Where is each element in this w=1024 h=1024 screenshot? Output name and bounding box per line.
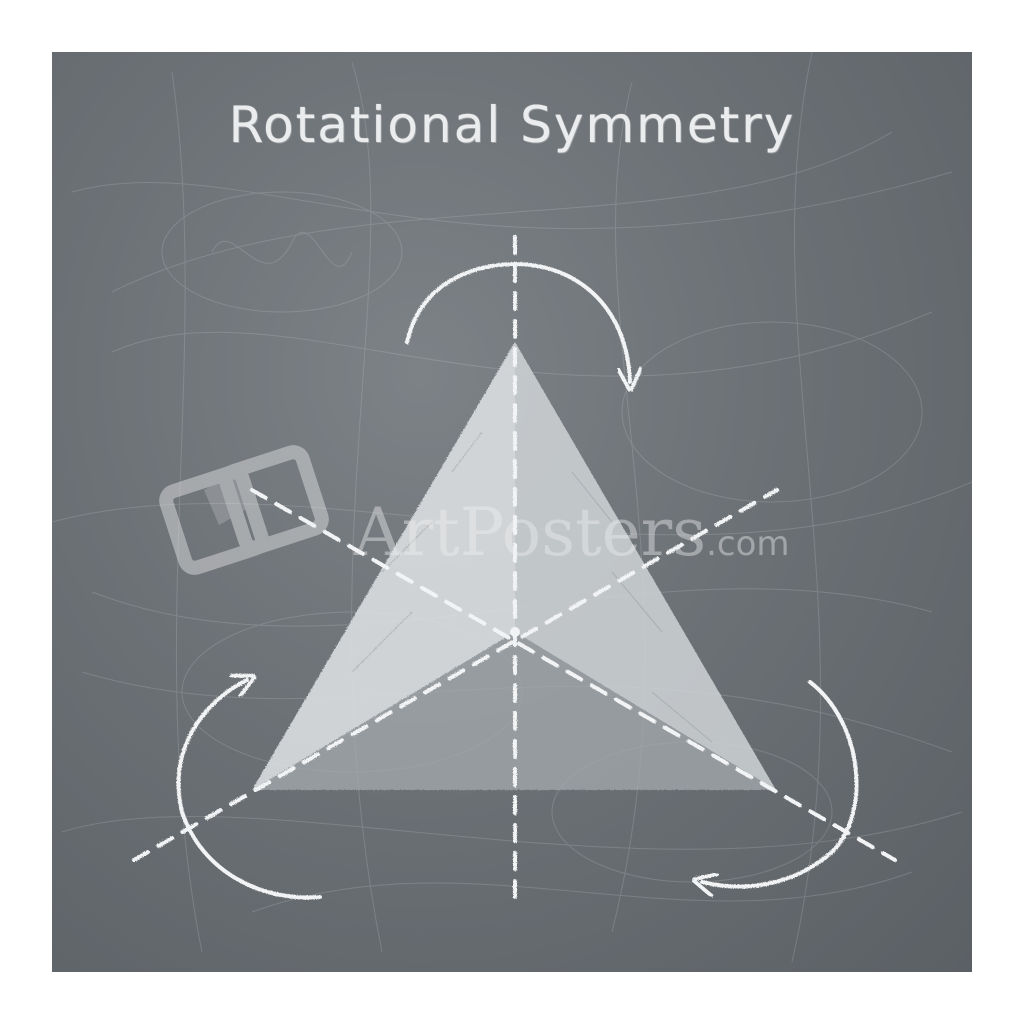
watermark-logo-icon [159, 445, 329, 575]
watermark-text: ArtPosters.com [354, 500, 790, 566]
center-point [510, 627, 520, 637]
scratch-texture [52, 52, 972, 963]
symmetry-axis-right [250, 488, 897, 862]
watermark-suffix: .com [706, 524, 790, 564]
symmetry-axes [132, 235, 897, 904]
watermark: ArtPosters.com [144, 430, 884, 600]
symmetry-axis-left [132, 488, 779, 862]
chalkboard: Rotational Symmetry ArtPosters.com [52, 52, 972, 972]
rotation-arrow-left [176, 680, 322, 900]
triangle-face-bottom [252, 632, 776, 790]
rotation-arrow-top [405, 261, 630, 382]
rotation-arrows [176, 261, 859, 900]
rotation-arrow-right [702, 680, 859, 887]
watermark-brand: ArtPosters [354, 494, 707, 571]
page-title: Rotational Symmetry [228, 96, 796, 154]
chalk-diagram [52, 52, 972, 963]
